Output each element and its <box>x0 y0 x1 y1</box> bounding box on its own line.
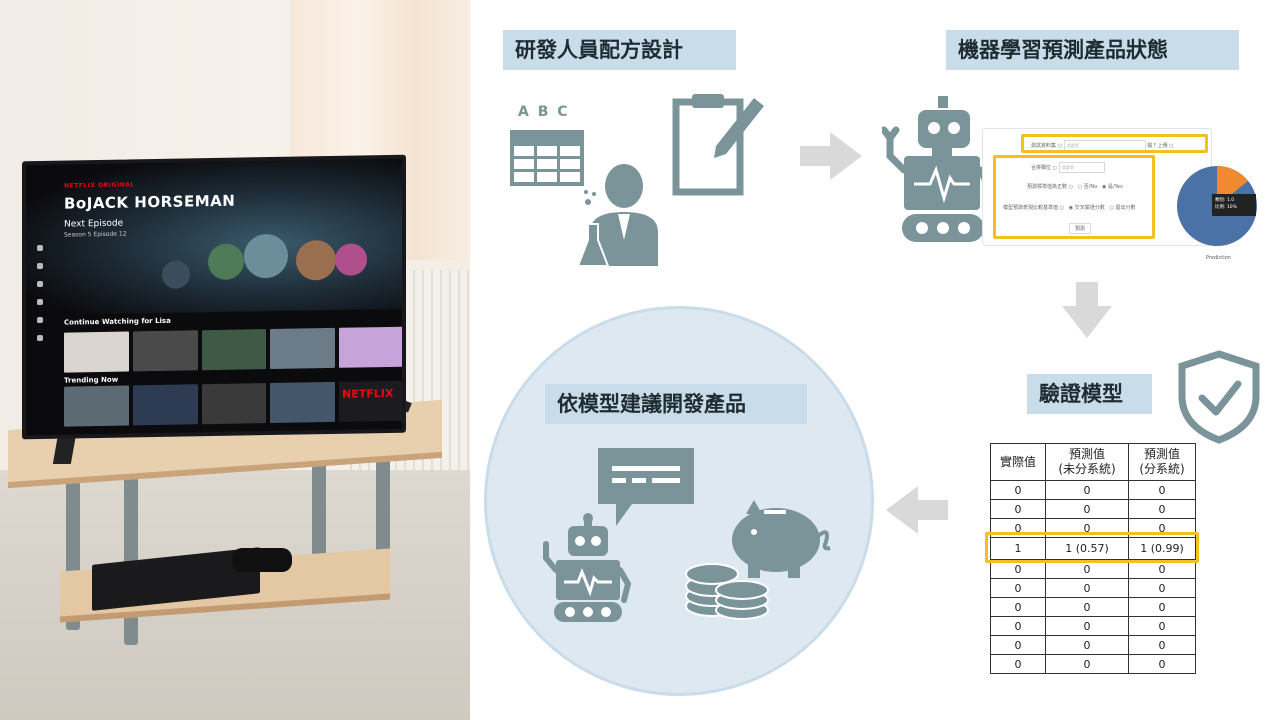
header-pred-unsplit: 預測值 (未分系統) <box>1045 443 1129 481</box>
tv-next-episode: Next Episode <box>64 218 124 230</box>
robot-icon <box>882 96 994 242</box>
predict-button[interactable]: 預測 <box>1069 223 1092 234</box>
tv-episode-info: Season 5 Episode 12 <box>64 230 127 239</box>
upload-button[interactable]: 上傳 <box>1157 143 1168 149</box>
step-develop-label: 依模型建議開發產品 <box>545 384 807 424</box>
baseline-label: 模型預測表現比較基準值 <box>1003 205 1059 211</box>
arrow-left-icon <box>886 486 948 534</box>
step-validate-label: 驗證模型 <box>1027 374 1152 414</box>
highlight-options <box>993 155 1155 239</box>
header-actual: 實際值 <box>990 443 1046 481</box>
radio-cv[interactable]: ◉ 交叉驗證分數 <box>1068 205 1105 211</box>
clipboard-pencil-icon <box>672 94 764 196</box>
table-icon <box>510 130 584 186</box>
coins-icon <box>685 563 769 620</box>
tv-continue-row: Continue Watching for Lisa <box>64 316 171 327</box>
living-room-tv-photo: NETFLIX ORIGINAL BoJACK HORSEMAN Next Ep… <box>0 0 470 720</box>
tv-show-title: BoJACK HORSEMAN <box>64 191 236 213</box>
stand-leg <box>376 430 390 578</box>
pie-caption: Prediction <box>1206 255 1231 261</box>
shield-check-icon <box>1178 350 1260 444</box>
piggy-bank-icon <box>732 500 831 578</box>
file-hint: 檔 <box>1147 143 1153 149</box>
scientist-icon <box>576 164 658 266</box>
netflix-logo: NETFLIX <box>342 386 394 401</box>
tv-screen: NETFLIX ORIGINAL BoJACK HORSEMAN Next Ep… <box>22 154 406 440</box>
stand-leg <box>124 470 138 645</box>
merge-field-label: 合併欄位 <box>1031 165 1052 171</box>
radio-holdout[interactable]: ○ 留出分數 <box>1109 205 1136 211</box>
tv-thumbnail-row <box>64 326 404 373</box>
step-design-label: 研發人員配方設計 <box>503 30 736 70</box>
tv-hero-banner <box>26 158 402 316</box>
step-ml-label: 機器學習預測產品狀態 <box>946 30 1239 70</box>
gamepad <box>232 548 292 572</box>
radio-no[interactable]: ○ 否/No <box>1077 184 1098 190</box>
pie-tooltip: 類別: 1.0 比例: 10% <box>1212 194 1256 216</box>
merge-select[interactable]: 請選擇 <box>1058 162 1105 173</box>
highlight-dataset-row <box>1021 134 1208 153</box>
robot-icon <box>543 513 632 622</box>
abc-letters: A B C <box>518 104 570 120</box>
dataset-field-label: 測試資料集 <box>1031 143 1057 149</box>
tv-trending-row: Trending Now <box>64 375 119 385</box>
arrow-right-icon <box>800 132 862 180</box>
chat-bubble-icon <box>598 448 694 526</box>
radio-yes[interactable]: ◉ 是/Yes <box>1101 184 1123 190</box>
positive-label: 預測標準值為正數 <box>1027 184 1068 190</box>
arrow-down-icon <box>1062 282 1112 338</box>
develop-circle <box>484 306 874 696</box>
highlight-positive-row <box>985 532 1199 563</box>
tv-badge: NETFLIX ORIGINAL <box>64 181 135 190</box>
header-pred-split: 預測值 (分系統) <box>1128 443 1196 481</box>
tv-sidebar <box>32 244 48 365</box>
